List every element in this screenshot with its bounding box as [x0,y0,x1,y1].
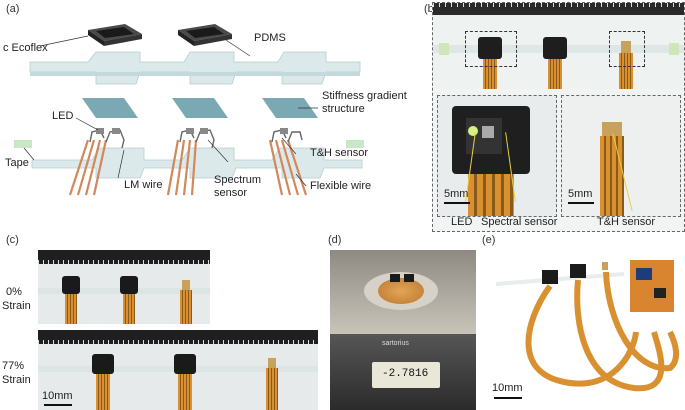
label-lm-wire: LM wire [124,179,163,191]
photo-77-strain: 10mm [38,330,318,410]
pcb-board [630,260,674,312]
spectrum-chip-1 [112,128,120,134]
panel-b-frame: 5mm 5mm LED Spectral sensor T&H sensor [432,2,685,232]
panel-d-label: (d) [328,234,342,246]
schematic-exploded-view [14,24,364,196]
balance-brand: sartorius [382,340,409,347]
photo-overview [433,15,684,89]
spectrum-chip-2 [200,128,208,134]
caption-led: LED [451,216,473,228]
strain-0-pct: 0% [6,286,22,298]
strain-77-pct: 77% [2,360,25,372]
photo-zoom-spectral: 5mm [437,95,557,217]
cable-module-1 [542,270,558,284]
panel-c-label: (c) [6,234,19,246]
balance-reading: -2.7816 [382,368,429,380]
callout-lines [23,35,318,187]
label-ecoflex: c Ecoflex [3,42,48,54]
panel-e: (e) 10mm [480,232,685,410]
tape-left-photo [439,43,449,55]
cable-module-3 [602,262,608,270]
stiffness-gradient-plates [82,98,318,118]
label-th-sensor: T&H sensor [310,147,369,159]
strain-77-word: Strain [2,374,31,386]
photo-flex-cables [484,250,684,410]
strain-0-word: Strain [2,300,31,312]
panel-b: (b) 5mm [424,0,685,232]
photo-0-strain [38,250,210,324]
photo-balance: sartorius -2.7816 [330,250,476,410]
photo-zoom-th: 5mm [561,95,681,217]
tape-left [14,140,32,148]
sensor-module-2 [543,37,567,59]
pdms-layer [29,51,361,85]
panel-a: (a) [0,0,420,210]
ruler-top [433,3,684,15]
panel-a-label: (a) [6,3,20,15]
ecoflex-cap-1 [88,24,142,46]
led-chip-2 [186,128,194,134]
scale-bar-b2: 5mm [568,188,593,200]
panel-d: (d) sartorius -2.7816 [322,232,478,410]
th-chip [280,128,288,134]
label-pdms: PDMS [254,32,286,44]
tape-right-photo [669,43,679,55]
caption-spectral-sensor: Spectral sensor [481,216,558,228]
scale-bar-e: 10mm [492,382,523,394]
cable-module-2 [570,264,586,278]
label-stiffness: Stiffness gradient structure [322,90,407,115]
ecoflex-cap-2 [178,24,232,46]
panel-c: (c) 0% Strain 10mm 77% Strain [0,232,320,410]
flexible-wires [68,139,308,196]
label-led: LED [52,110,74,122]
label-tape: Tape [5,157,29,169]
led-glow [468,126,478,136]
tape-right [346,140,364,148]
scale-bar-c: 10mm [42,390,73,402]
label-flexible-wire: Flexible wire [310,180,372,192]
sample-on-pan [378,278,424,304]
sensor-module-3 [621,41,631,53]
label-spectrum-sensor: Spectrum sensor [214,174,262,199]
balance-display [372,362,440,388]
flex-cables [525,271,679,392]
sensor-module-1 [478,37,502,59]
led-chip-1 [96,128,104,134]
caption-th-sensor: T&H sensor [597,216,656,228]
scale-bar-b1: 5mm [444,188,469,200]
panel-e-label: (e) [482,234,496,246]
